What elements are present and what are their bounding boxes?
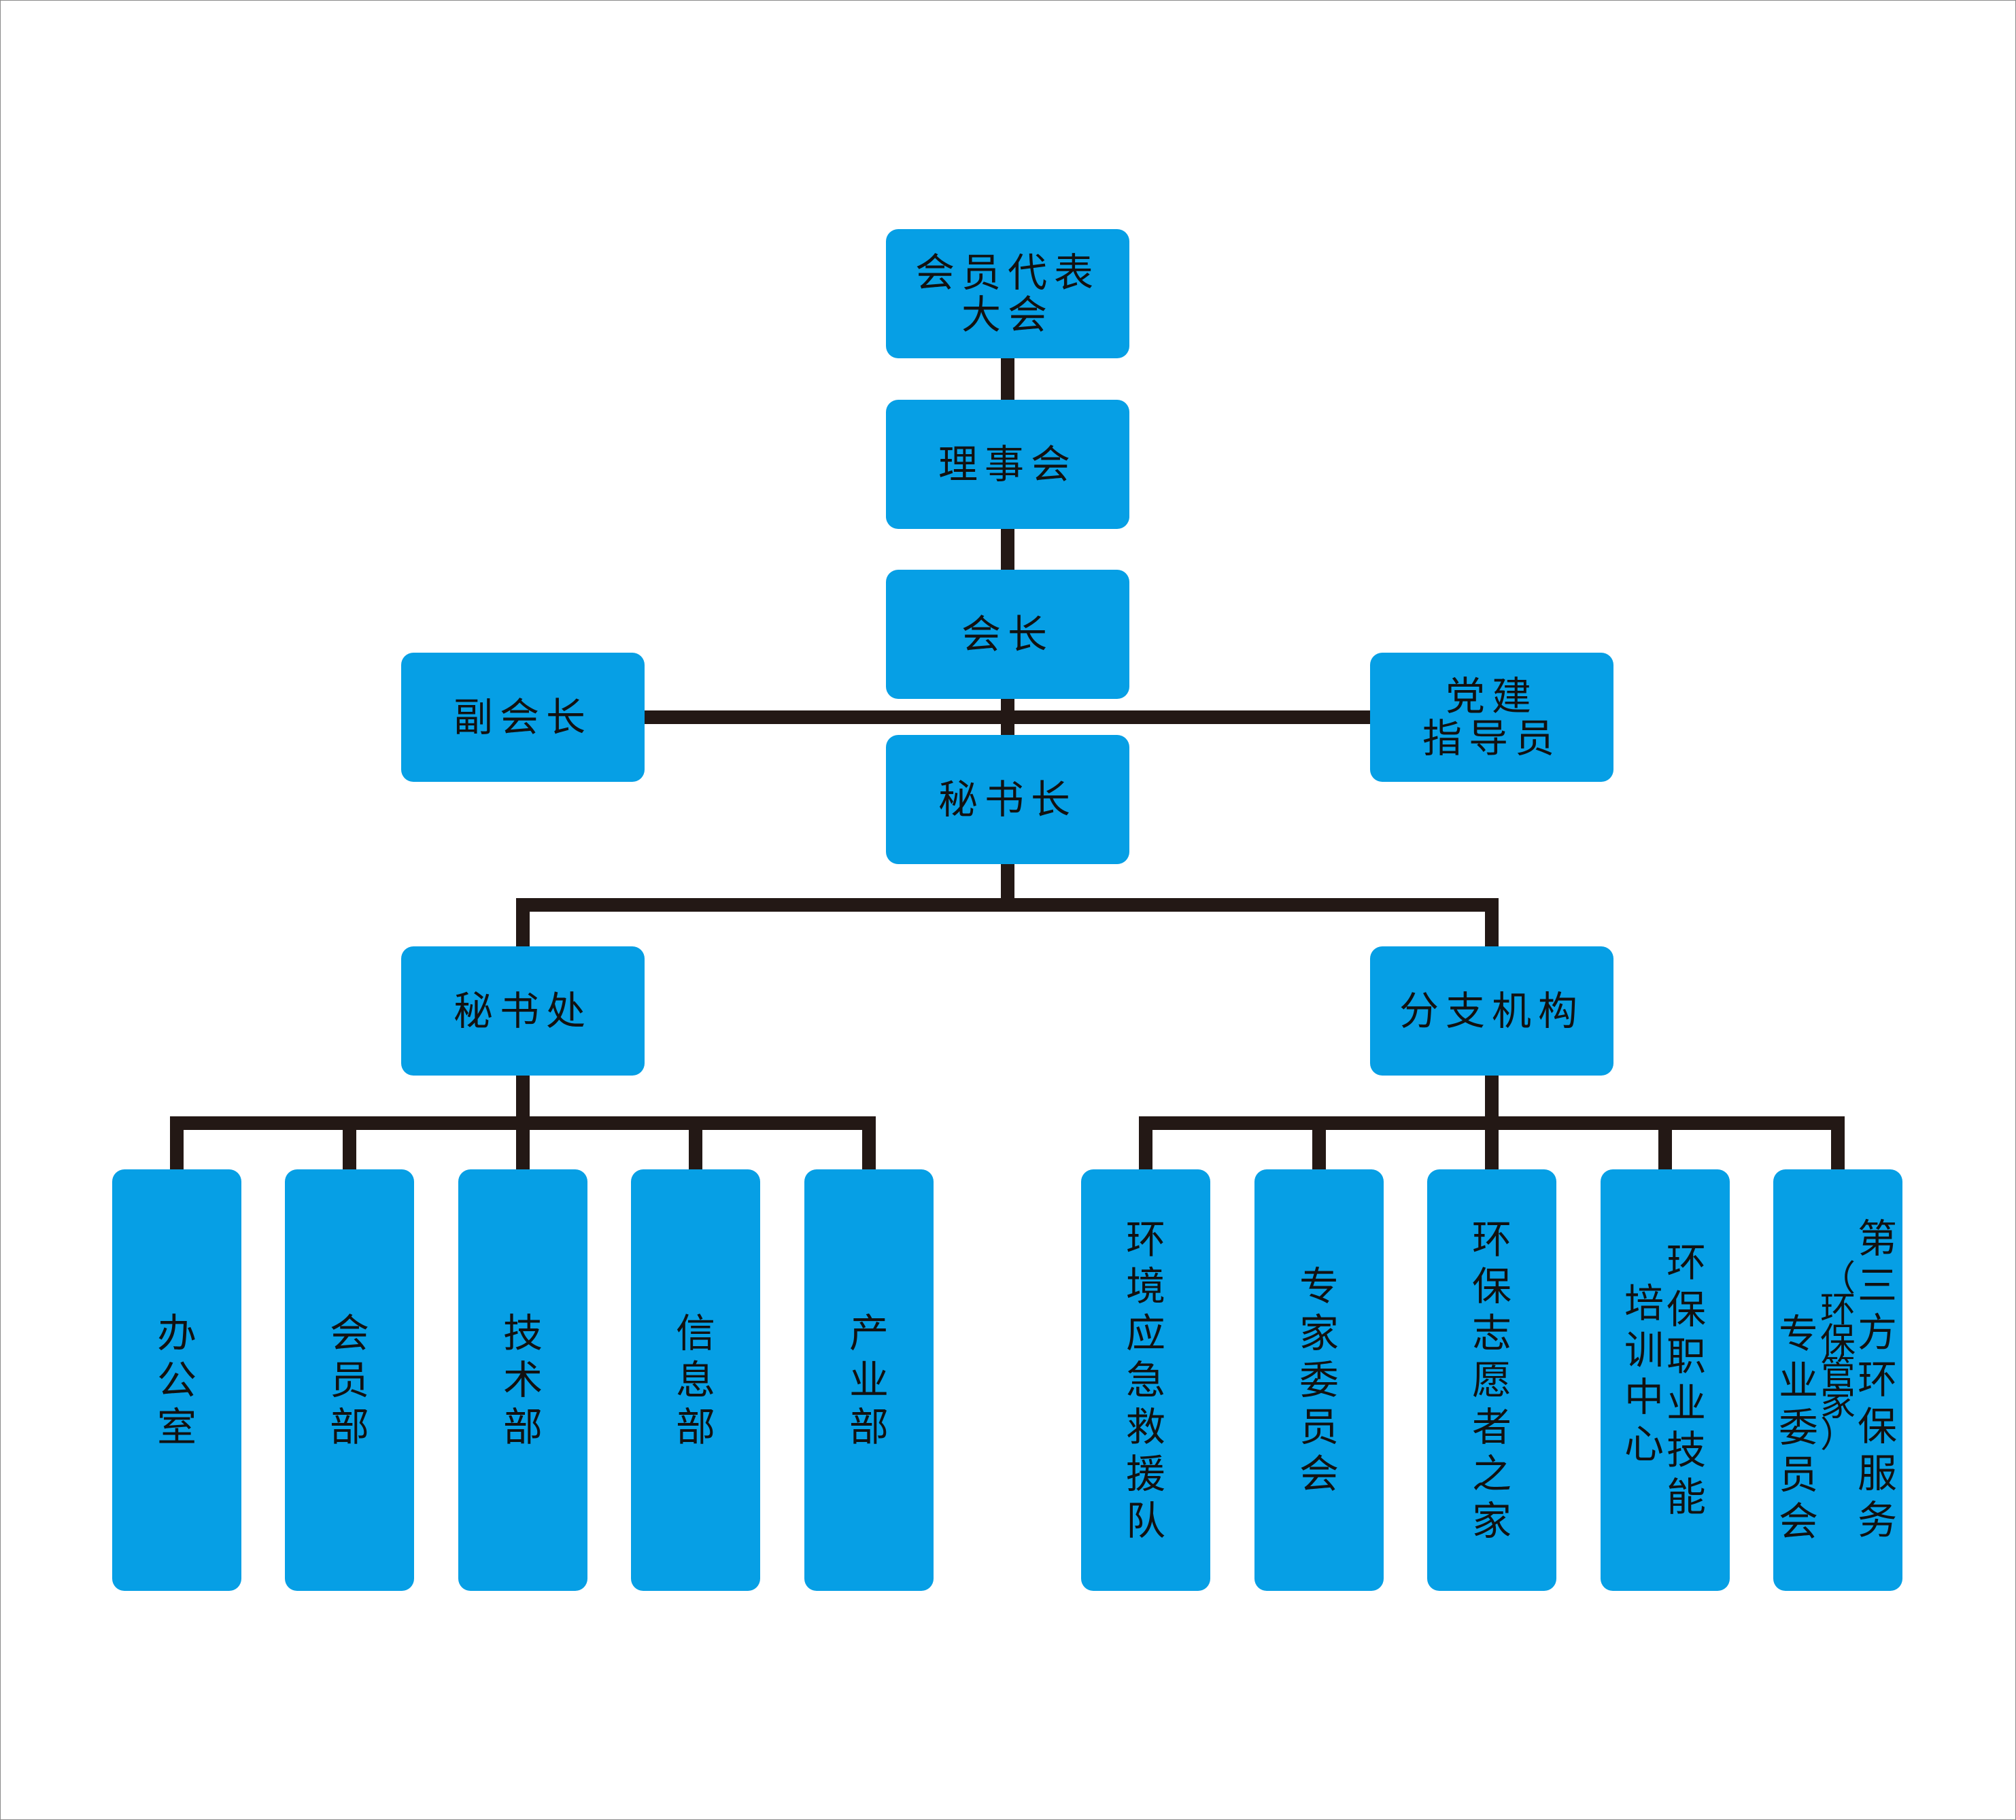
emergency-rescue-team-label: 环 境 应 急 救 援 队 <box>1126 1216 1165 1545</box>
vertical-text: 专 业 委 员 会 <box>1778 1310 1818 1545</box>
general-assembly-box: 会员代表 大会 <box>886 229 1129 358</box>
volunteer-home-box: 环 保 志 愿 者 之 家 <box>1427 1169 1556 1591</box>
vice-president-box: 副会长 <box>401 653 645 782</box>
vocational-training-center-label: 环 保 职 业 技 能 培 训 中 心 <box>1623 1239 1707 1521</box>
president-label: 会长 <box>961 611 1054 657</box>
information-dept-label: 信 息 部 <box>676 1310 715 1451</box>
membership-dept-box: 会 员 部 <box>285 1169 414 1591</box>
vertical-text: 办 公 室 <box>156 1309 197 1450</box>
third-party-service-committee-label: 第 三 方 环 保 服 务 （ 环 保 管 家 ） 专 业 委 员 会 <box>1777 1216 1898 1545</box>
office-box: 办 公 室 <box>112 1169 241 1591</box>
vertical-text: 会 员 部 <box>329 1309 369 1450</box>
secretariat-label: 秘书处 <box>453 988 592 1034</box>
secretary-general-box: 秘书长 <box>886 735 1129 864</box>
vertical-text: 信 息 部 <box>675 1309 715 1450</box>
volunteer-home-label: 环 保 志 愿 者 之 家 <box>1472 1216 1511 1545</box>
branches-box: 分支机构 <box>1370 946 1613 1076</box>
vocational-training-center-box: 环 保 职 业 技 能 培 训 中 心 <box>1601 1169 1730 1591</box>
vertical-text: 培 训 中 心 <box>1624 1280 1664 1467</box>
information-dept-box: 信 息 部 <box>631 1169 760 1591</box>
membership-dept-label: 会 员 部 <box>330 1310 369 1451</box>
third-party-line-1: 第 三 方 环 保 服 务 <box>1856 1216 1898 1544</box>
industry-dept-label: 产 业 部 <box>849 1310 889 1451</box>
third-party-line-2: （ 环 保 管 家 ） <box>1819 1258 1856 1456</box>
vertical-text: 专 家 委 员 会 <box>1299 1263 1339 1497</box>
industry-dept-box: 产 业 部 <box>804 1169 934 1591</box>
secretariat-box: 秘书处 <box>401 946 645 1076</box>
vertical-text: 环 境 应 急 救 援 队 <box>1125 1216 1165 1544</box>
technology-dept-label: 技 术 部 <box>503 1310 543 1451</box>
vocational-training-line-2: 培 训 中 心 <box>1623 1280 1665 1468</box>
vice-president-label: 副会长 <box>453 694 592 740</box>
president-box: 会长 <box>886 570 1129 699</box>
branches-label: 分支机构 <box>1399 988 1584 1034</box>
party-instructor-box: 党建 指导员 <box>1370 653 1613 782</box>
vertical-text: 环 保 职 业 技 能 <box>1666 1239 1706 1520</box>
vertical-text: 环 保 志 愿 者 之 家 <box>1471 1216 1511 1544</box>
council-box: 理事会 <box>886 400 1129 529</box>
technology-dept-box: 技 术 部 <box>458 1169 587 1591</box>
general-assembly-label: 会员代表 大会 <box>915 250 1100 338</box>
office-label: 办 公 室 <box>157 1310 197 1451</box>
vertical-text: 技 术 部 <box>502 1309 543 1450</box>
vertical-text: （ 环 保 管 家 ） <box>1819 1258 1856 1456</box>
vocational-training-line-1: 环 保 职 业 技 能 <box>1665 1239 1707 1521</box>
third-party-line-3: 专 业 委 员 会 <box>1777 1311 1819 1545</box>
expert-committee-box: 专 家 委 员 会 <box>1254 1169 1384 1591</box>
vertical-text: 产 业 部 <box>849 1309 889 1450</box>
secretary-general-label: 秘书长 <box>938 776 1077 823</box>
vertical-text: 第 三 方 环 保 服 务 <box>1857 1215 1897 1543</box>
third-party-service-committee-box: 第 三 方 环 保 服 务 （ 环 保 管 家 ） 专 业 委 员 会 <box>1773 1169 1902 1591</box>
council-label: 理事会 <box>938 441 1077 487</box>
emergency-rescue-team-box: 环 境 应 急 救 援 队 <box>1081 1169 1210 1591</box>
expert-committee-label: 专 家 委 员 会 <box>1299 1263 1339 1498</box>
party-instructor-label: 党建 指导员 <box>1422 673 1561 761</box>
